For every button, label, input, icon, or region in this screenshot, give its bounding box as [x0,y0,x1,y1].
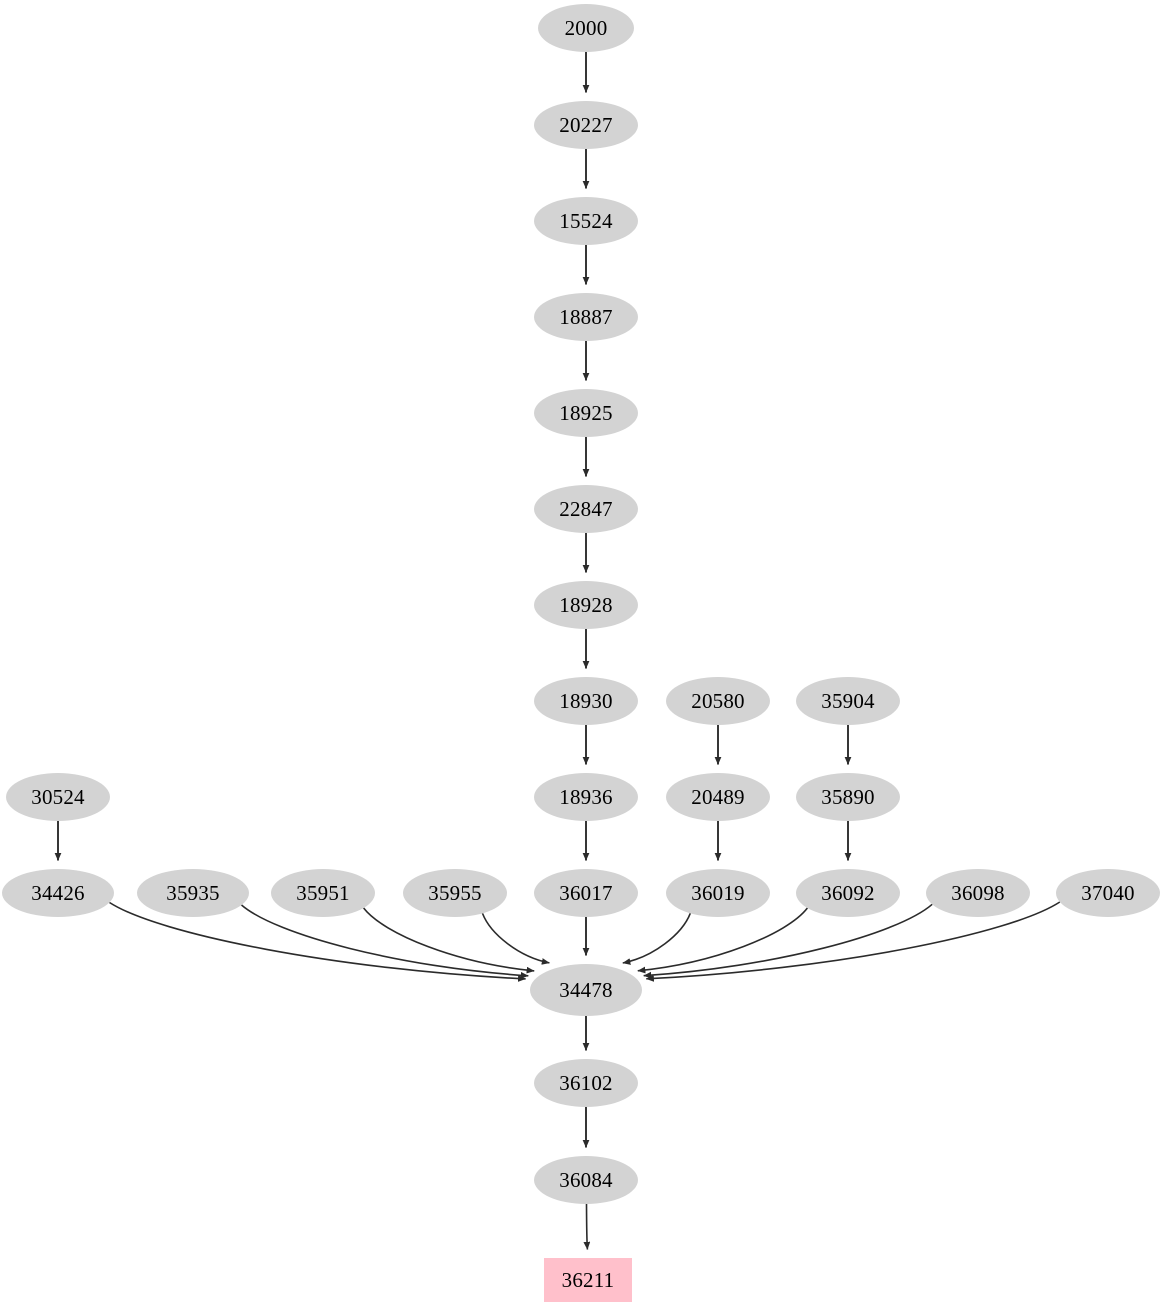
graph-node-35951[interactable]: 35951 [271,869,375,917]
graph-node-37040[interactable]: 37040 [1056,869,1160,917]
graph-node-35904[interactable]: 35904 [796,677,900,725]
graph-edge-35955-to-34478 [481,913,550,965]
graph-node-20580[interactable]: 20580 [666,677,770,725]
graph-node-36092[interactable]: 36092 [796,869,900,917]
graph-node-34426[interactable]: 34426 [2,869,114,917]
graph-node-18925[interactable]: 18925 [534,389,638,437]
graph-edge-36019-to-34478 [622,913,692,965]
graph-node-18928[interactable]: 18928 [534,581,638,629]
graph-node-20489[interactable]: 20489 [666,773,770,821]
graph-node-36019[interactable]: 36019 [666,869,770,917]
graph-node-36102[interactable]: 36102 [534,1059,638,1107]
graph-edge-36084-to-36211 [583,1203,591,1250]
graph-edge-36092-to-34478 [637,907,809,974]
graph-node-18936[interactable]: 18936 [534,773,638,821]
graph-node-30524[interactable]: 30524 [6,773,110,821]
graph-node-35890[interactable]: 35890 [796,773,900,821]
graph-edge-35935-to-34478 [240,904,529,979]
graph-node-36098[interactable]: 36098 [926,869,1030,917]
graph-node-36211[interactable]: 36211 [544,1258,632,1302]
graph-node-2000[interactable]: 2000 [538,4,634,52]
graph-node-18930[interactable]: 18930 [534,677,638,725]
graph-edge-36098-to-34478 [643,903,933,979]
graph-node-22847[interactable]: 22847 [534,485,638,533]
graph-node-18887[interactable]: 18887 [534,293,638,341]
graph-node-34478[interactable]: 34478 [530,964,642,1016]
graph-edge-35951-to-34478 [362,907,535,974]
graph-node-35935[interactable]: 35935 [137,869,249,917]
graph-node-35955[interactable]: 35955 [403,869,507,917]
graph-node-36084[interactable]: 36084 [534,1156,638,1204]
graph-node-20227[interactable]: 20227 [534,101,638,149]
graph-node-36017[interactable]: 36017 [534,869,638,917]
graph-node-15524[interactable]: 15524 [534,197,638,245]
